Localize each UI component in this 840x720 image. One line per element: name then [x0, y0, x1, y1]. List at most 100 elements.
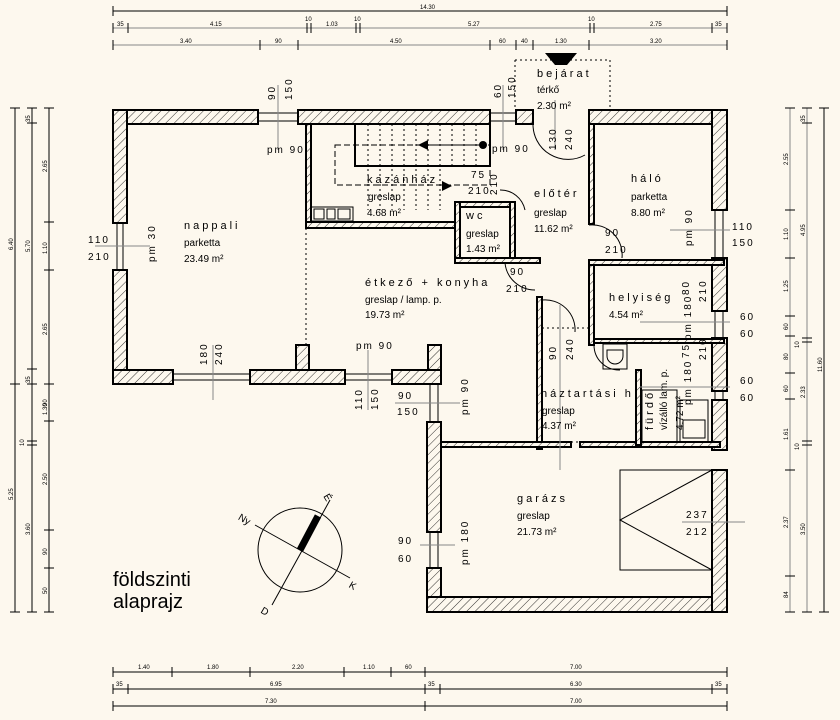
opening-sill: pm 90 — [267, 145, 305, 156]
dim-bottom-r2: 6.30 — [570, 682, 582, 688]
opening-width: 75 — [471, 170, 486, 181]
opening-height: 210 — [489, 172, 500, 195]
dim-top-r3: 1.30 — [555, 39, 567, 45]
plan-title-line1: földszinti — [113, 569, 191, 591]
room-etkezo-konyha: étkező + konyha greslap / lamp. p. 19.73… — [365, 277, 490, 321]
opening-sill: pm 90 — [492, 144, 530, 155]
opening-height: 210 — [468, 186, 491, 197]
room-area: 19.73 m² — [365, 310, 405, 321]
opening-height: 150 — [284, 77, 295, 100]
room-area: 23.49 m² — [184, 254, 224, 265]
opening-width: 90 — [398, 391, 413, 402]
opening-height: 150 — [397, 407, 420, 418]
dim-top-r2: 10 — [588, 17, 595, 23]
room-name: háló — [631, 173, 664, 185]
dim-right-c3: 1.25 — [784, 280, 790, 292]
room-floor: greslap — [466, 229, 499, 240]
compass-south: D — [259, 605, 271, 618]
room-name: wc — [465, 210, 485, 222]
opening-height: 240 — [214, 342, 225, 365]
dim-left-c3: 1.10 — [43, 242, 49, 254]
opening-width: 60 — [493, 83, 504, 98]
opening-sill: pm 90 — [356, 341, 394, 352]
dim-left-c2: 35 — [26, 115, 32, 122]
dim-top-r3: 90 — [275, 39, 282, 45]
dim-bottom-r1: 60 — [405, 665, 412, 671]
compass-west: Ny — [236, 512, 252, 528]
opening-height: 240 — [564, 127, 575, 150]
room-area: 4.37 m² — [542, 421, 577, 432]
opening-sill: pm 90 — [460, 377, 471, 415]
room-name: fürdő — [644, 390, 656, 430]
dim-top-r2: 10 — [354, 17, 361, 23]
dim-top-r3: 3.40 — [180, 39, 192, 45]
opening-height: 60 — [740, 329, 755, 340]
left-dimensions: 6.40 5.25 35 5.70 35 10 3.60 2.65 1.10 2… — [9, 107, 54, 613]
dim-right-c2: 3.50 — [801, 523, 807, 535]
dim-right-c3: 1.10 — [784, 228, 790, 240]
dim-bottom-r2: 35 — [116, 682, 123, 688]
opening-width: 90 — [510, 267, 525, 278]
dim-right-c3: 2.55 — [784, 153, 790, 165]
room-area: 21.73 m² — [517, 527, 557, 538]
opening-height: 150 — [732, 238, 755, 249]
opening-height: 210 — [605, 245, 628, 256]
dim-left-c3: 2.50 — [43, 473, 49, 485]
dim-bottom-r1: 2.20 — [292, 665, 304, 671]
dim-top-r2: 35 — [117, 22, 124, 28]
room-garazs: garázs greslap 21.73 m² — [517, 493, 565, 538]
door-swings — [499, 123, 623, 371]
room-floor: greslap — [368, 192, 401, 203]
opening-height: 60 — [398, 554, 413, 565]
dim-left-c3: 2.65 — [43, 323, 49, 335]
room-bejarat: bejárat térkő 2.30 m² — [537, 68, 589, 112]
dim-right-c3: 60 — [784, 323, 790, 330]
compass-icon: É Ny K D — [236, 491, 358, 618]
opening-width: 90 — [548, 345, 559, 360]
toilet-icon — [602, 343, 628, 370]
dim-left-c3: 90 — [43, 399, 49, 406]
dim-top-r3: 40 — [521, 39, 528, 45]
dim-right-c3: 84 — [784, 591, 790, 598]
room-floor: parketta — [631, 192, 668, 203]
opening-width: 180 — [199, 342, 210, 365]
opening-width: 110 — [732, 222, 754, 233]
dim-top-r3: 4.50 — [390, 39, 402, 45]
opening-width: 90 — [605, 228, 620, 239]
room-floor: greslap — [517, 511, 550, 522]
dim-top-r2: 5.27 — [468, 22, 480, 28]
opening-width: 90 — [398, 536, 413, 547]
room-furdo: fürdő vízálló lam. p. 4.72 m² — [644, 369, 686, 430]
dim-bottom-r2: 35 — [715, 682, 722, 688]
compass-east: K — [347, 580, 359, 593]
opening-sill: pm 180 — [683, 360, 694, 405]
room-name: étkező + konyha — [365, 277, 490, 289]
room-haztartasi: háztartási h greslap 4.37 m² — [541, 388, 631, 432]
room-floor: greslap / lamp. p. — [365, 295, 442, 306]
room-area: 4.68 m² — [367, 208, 402, 219]
opening-height: 150 — [507, 75, 518, 98]
bottom-dimensions: 1.40 1.80 2.20 1.10 60 7.00 35 6.95 35 6… — [112, 665, 728, 711]
dim-left-c2: 35 — [26, 376, 32, 383]
opening-sill: pm 90 — [684, 208, 695, 246]
dim-top-r2: 4.15 — [210, 22, 222, 28]
opening-sill: pm 180 — [683, 295, 694, 340]
entrance-arrow-icon — [545, 53, 577, 65]
dim-top-overall: 14.30 — [420, 5, 436, 11]
dim-bottom-r3: 7.00 — [570, 699, 582, 705]
opening-width: 110 — [88, 235, 110, 246]
dim-bottom-r1: 7.00 — [570, 665, 582, 671]
dim-right-c3: 1.61 — [784, 428, 790, 440]
dim-top-r2: 1.03 — [326, 22, 338, 28]
dim-right-c2: 10 — [795, 443, 801, 450]
opening-height: 240 — [565, 337, 576, 360]
room-floor: térkő — [537, 85, 560, 96]
walls — [112, 109, 728, 613]
right-dimensions: 35 4.95 10 2.33 10 3.50 2.55 1.10 1.25 6… — [784, 107, 829, 613]
dim-left-c3: 50 — [43, 587, 49, 594]
room-floor: greslap — [542, 406, 575, 417]
room-wc: wc greslap 1.43 m² — [465, 210, 501, 255]
room-name: helyiség — [609, 292, 673, 304]
opening-width: 80 — [681, 280, 692, 295]
